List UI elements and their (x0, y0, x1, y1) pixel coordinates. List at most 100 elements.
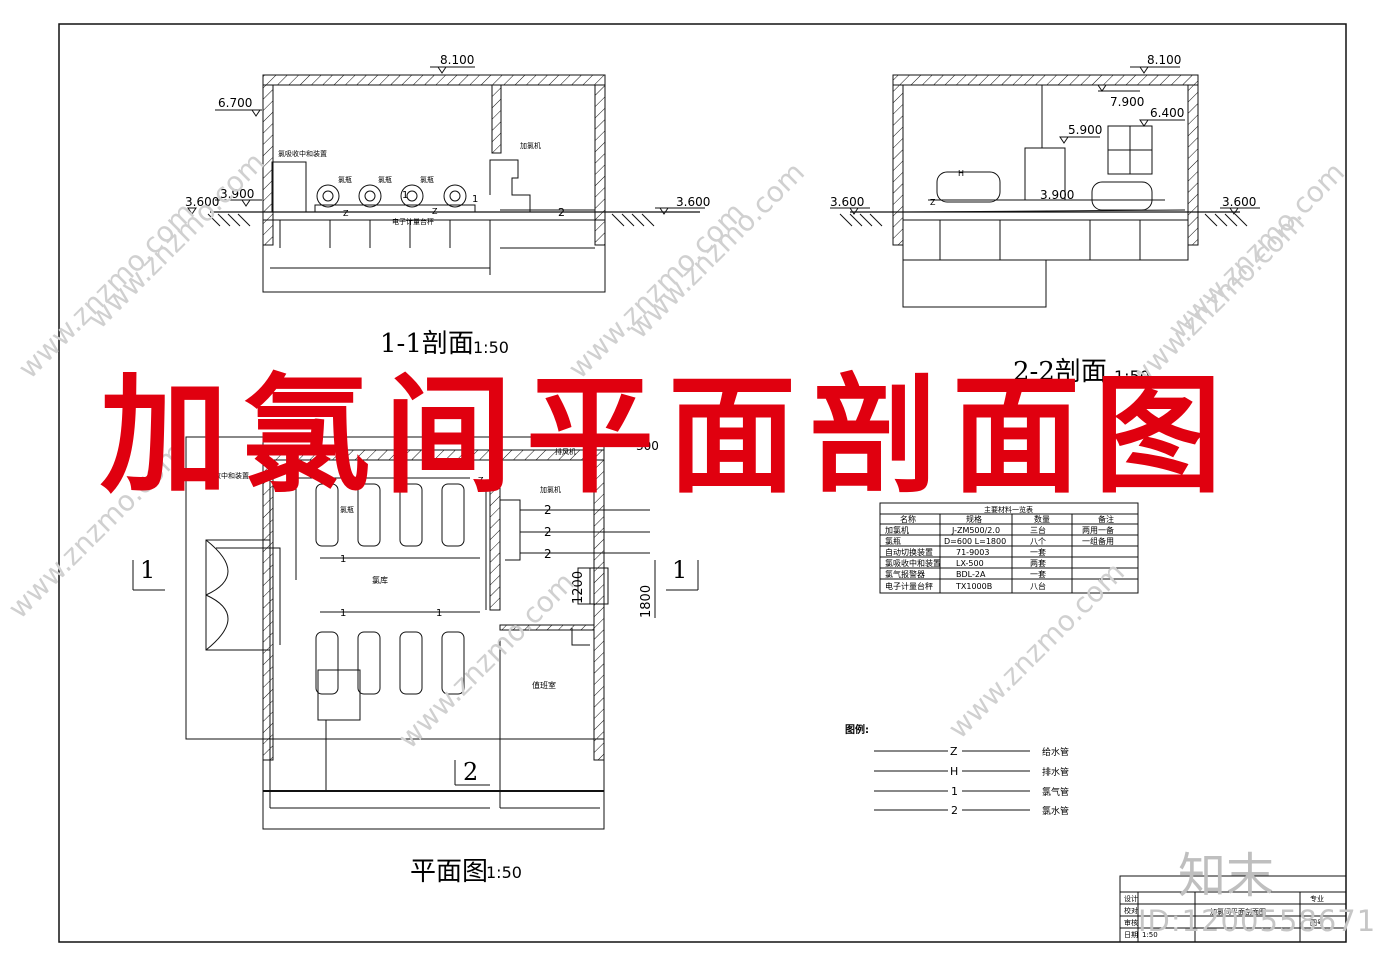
pipe-code-z1: Z (343, 209, 349, 218)
roof-slab (262, 74, 606, 86)
section-mark-bottom: 2 (463, 758, 478, 786)
table-cell: 一组备用 (1082, 536, 1114, 546)
elev-3600-1l: 3.600 (185, 195, 219, 209)
table-cell: 加氯机 (885, 525, 909, 535)
right-wall (594, 84, 606, 246)
table-cell: TX1000B (955, 582, 992, 591)
brand-watermark: 知末 (1178, 848, 1275, 904)
sheet-border (58, 23, 1347, 943)
pipe-code-2a: 2 (558, 206, 565, 219)
table-cell: 自动切换装置 (885, 547, 933, 557)
pipe-code-z-2: Z (930, 198, 936, 207)
elev-hoist-2: 6.400 (1150, 106, 1184, 120)
legend-code: 2 (951, 804, 958, 817)
elev-roof-1: 8.100 (440, 53, 474, 67)
equipment-table: 主要材料一览表 名称 规格 数量 备注 加氯机 J-ZM500/2.0 三台 两… (879, 502, 1139, 594)
elev-3600-2l: 3.600 (830, 195, 864, 209)
floor-plan: 1 1 2 1200 1800 氯吸收中和装置 氯库 氯瓶 加氯机 排风机 值班… (132, 436, 699, 887)
table-cell: 两套 (1030, 558, 1046, 568)
plan-title: 平面图 (410, 857, 488, 887)
tb-row: 校对 (1124, 906, 1138, 915)
table-cell: 氯瓶 (885, 536, 901, 546)
pipe-code-h-2: H (958, 169, 964, 178)
tb-row: 设计 (1124, 894, 1138, 903)
section-mark-left: 1 (140, 556, 155, 584)
tb-sheet-label: 专业 (1310, 894, 1324, 903)
plan-code-2a: 2 (544, 503, 552, 517)
section-1-scale: 1:50 (473, 338, 509, 357)
pipe-code-z2: Z (432, 207, 438, 216)
legend-label: 氯水管 (1042, 805, 1069, 817)
elev-3600-2r: 3.600 (1222, 195, 1256, 209)
plan-label-room: 300 (636, 439, 659, 453)
tb-row: 日期 (1124, 931, 1138, 939)
table-cell: 一套 (1030, 547, 1046, 557)
plan-label-store: 氯库 (372, 575, 388, 585)
legend-title: 图例: (845, 723, 869, 736)
elev-floor-2: 3.900 (1040, 188, 1074, 202)
tb-sheet-no: 图号 (1310, 919, 1324, 927)
plan-code-2c: 2 (544, 547, 552, 561)
label-cyl-b: 氯瓶 (378, 175, 392, 184)
plan-label-exhaust: 排风机 (555, 447, 576, 456)
table-cell: J-ZM500/2.0 (951, 526, 1000, 535)
label-chlorinator-1: 加氯机 (520, 141, 541, 150)
elev-roof-2: 8.100 (1147, 53, 1181, 67)
id-watermark: ID:1200558671 (1138, 904, 1373, 938)
table-header-note: 备注 (1098, 514, 1114, 524)
tb-row: 审核 (1124, 918, 1138, 927)
plan-code-1a: 1 (340, 554, 346, 565)
watermark-site: www.znzmo.com (82, 146, 271, 335)
plan-label-neutralizer: 氯吸收中和装置 (200, 471, 249, 480)
label-cyl-a: 氯瓶 (338, 175, 352, 184)
label-scale: 电子计量台秤 (392, 217, 434, 226)
section-1-title: 1-1剖面 (380, 329, 474, 359)
label-cyl-c: 氯瓶 (420, 175, 434, 184)
table-cell: 氯吸收中和装置 (885, 558, 941, 568)
elev-beam-2: 5.900 (1068, 123, 1102, 137)
legend-code: H (950, 765, 958, 778)
table-cell: 一套 (1030, 569, 1046, 579)
table-cell: 电子计量台秤 (885, 581, 933, 591)
left-wall (262, 84, 274, 246)
plan-scale: 1:50 (486, 863, 522, 882)
legend-code: 1 (951, 785, 958, 798)
section-1-1: 8.100 6.700 3.900 3.600 3.600 氯吸收中和装置 加氯… (185, 53, 710, 359)
section-2-title: 2-2剖面 (1013, 357, 1107, 387)
label-neutralizer-1: 氯吸收中和装置 (278, 149, 327, 158)
plan-code-1b: 1 (340, 608, 346, 619)
plan-code-2b: 2 (544, 525, 552, 539)
elev-ceiling-2: 7.900 (1110, 95, 1144, 109)
plan-label-duty-room: 值班室 (532, 680, 556, 690)
pipe-code-1a: 1 (402, 190, 408, 201)
table-header-spec: 规格 (966, 514, 982, 524)
table-header-qty: 数量 (1034, 514, 1050, 524)
dim-1200: 1200 (571, 571, 586, 604)
table-cell: 氯气报警器 (885, 569, 925, 579)
legend-label: 给水管 (1042, 746, 1069, 758)
tb-scale: 1:50 (1142, 931, 1158, 939)
table-cell: 两用一备 (1082, 525, 1114, 535)
watermark-site: www.znzmo.com (622, 156, 811, 345)
dim-1800: 1800 (639, 585, 654, 618)
table-cell: D=600 L=1800 (944, 537, 1006, 546)
section-2-scale: 1:50 (1114, 367, 1150, 386)
elev-6700: 6.700 (218, 96, 252, 110)
table-cell: 八个 (1030, 537, 1046, 546)
table-header-name: 名称 (900, 514, 916, 524)
legend-code: Z (950, 745, 958, 758)
elev-3900-1: 3.900 (220, 187, 254, 201)
legend: 图例: Z H 1 2 给水管 排水管 氯气管 氯水管 (845, 723, 1069, 817)
plan-code-z: Z (478, 476, 484, 485)
partition-wall (491, 84, 502, 154)
table-cell: 八台 (1030, 581, 1046, 591)
roof-slab-2 (892, 74, 1199, 86)
table-caption: 主要材料一览表 (984, 505, 1033, 514)
overlay-title: 加氯间平面剖面图 (100, 361, 1237, 511)
section-mark-right: 1 (672, 556, 687, 584)
table-cell: LX-500 (956, 559, 984, 568)
section-2-2: 8.100 7.900 6.400 5.900 3.900 3.600 3.60… (830, 53, 1260, 387)
legend-label: 氯气管 (1042, 786, 1069, 798)
tb-project: 加氯间平面剖面图 (1210, 907, 1266, 916)
